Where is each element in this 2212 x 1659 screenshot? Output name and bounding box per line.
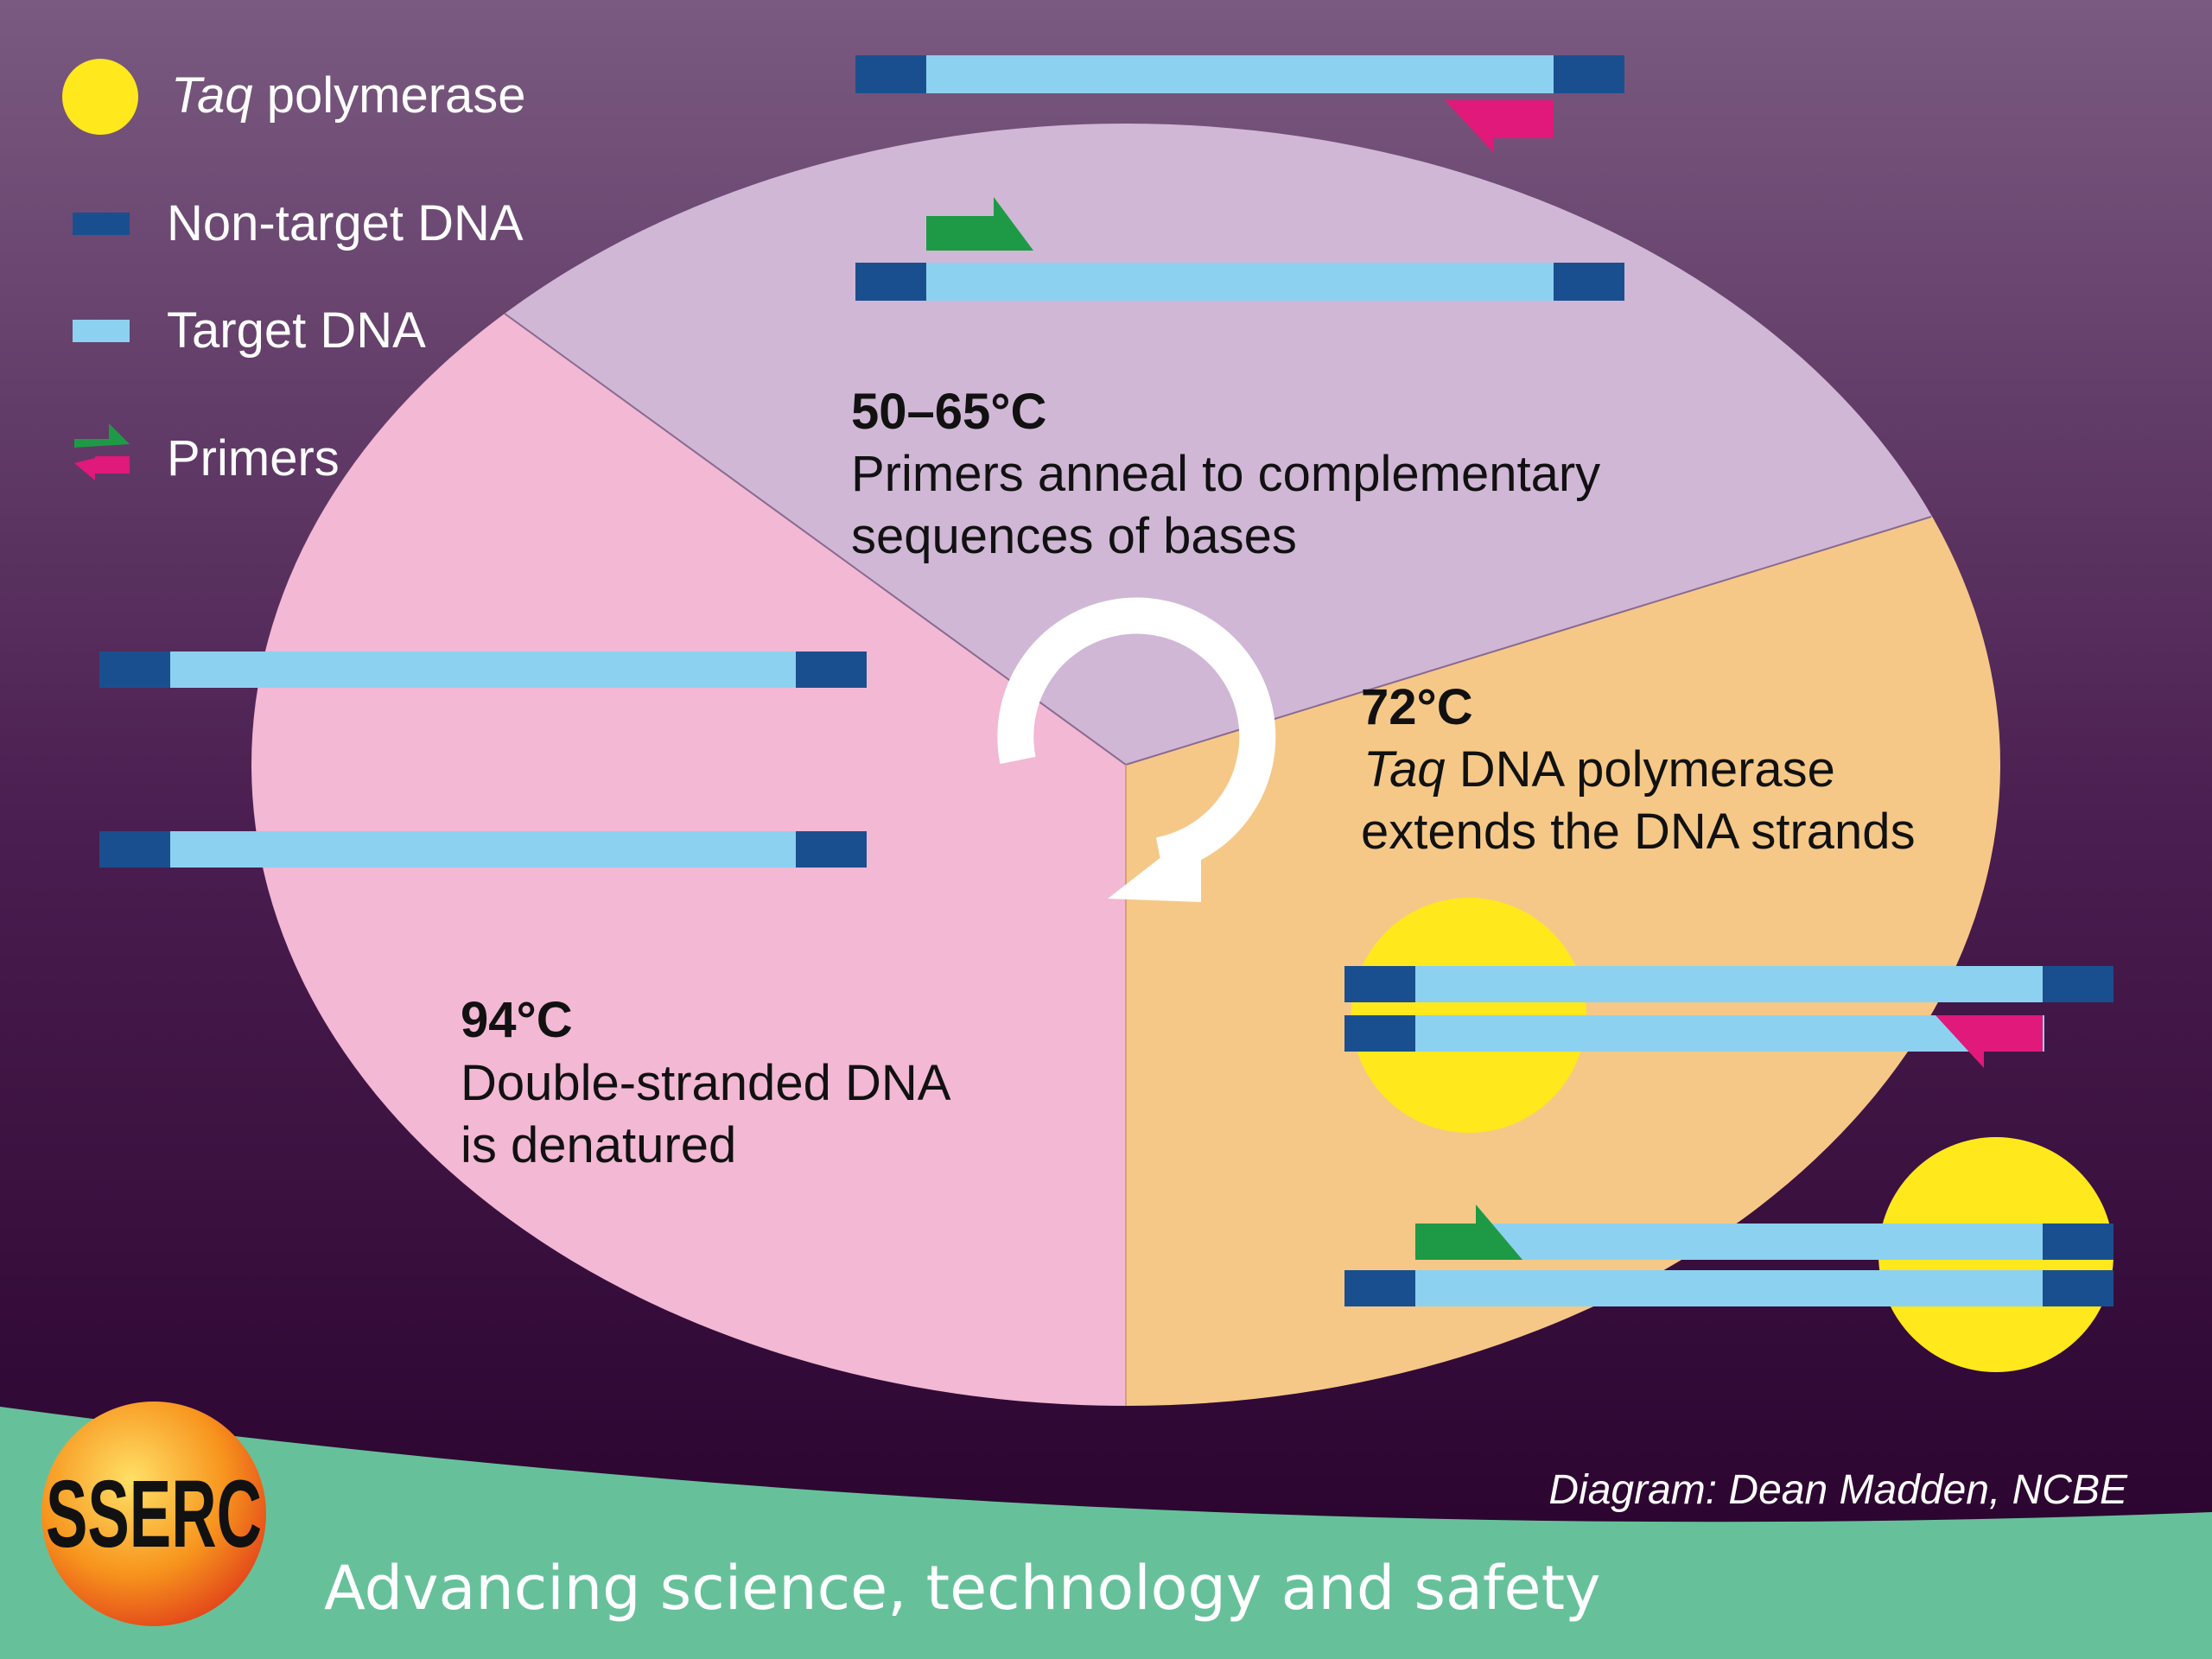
extend-temperature: 72°C	[1361, 679, 1473, 735]
tagline: Advancing science, technology and safety	[324, 1553, 1601, 1624]
dna-strand	[99, 831, 867, 868]
forward-primer	[1415, 1205, 1522, 1260]
anneal-description-line1: Primers anneal to complementary	[851, 446, 1600, 502]
anneal-temperature: 50–65°C	[851, 384, 1046, 440]
sserc-logo: SSERC	[41, 1402, 266, 1626]
dna-strand	[855, 55, 1624, 93]
non-target-dna-legend-icon	[73, 213, 130, 235]
anneal-dna	[855, 55, 1624, 301]
legend-non-target-label: Non-target DNA	[167, 195, 524, 251]
diagram-credit: Diagram: Dean Madden, NCBE	[1548, 1467, 2128, 1513]
legend-taq-label: Taq polymerase	[171, 67, 526, 124]
denature-sector	[251, 207, 1126, 1406]
extend-dna-upper	[1344, 898, 2113, 1133]
dna-strand	[1344, 966, 2113, 1002]
extend-description-line2: extends the DNA strands	[1361, 804, 1916, 860]
target-dna-legend-icon	[73, 320, 130, 342]
primers-legend-icon	[74, 423, 130, 480]
dna-strand	[855, 263, 1624, 301]
reverse-primer	[1445, 100, 1554, 152]
reverse-primer	[1936, 1015, 2043, 1068]
legend-target-label: Target DNA	[167, 302, 426, 359]
cycle-arrow-icon	[997, 597, 1276, 902]
dna-strand	[1344, 1015, 2044, 1052]
extend-description-line1: Taq DNA polymerase	[1363, 741, 1835, 798]
denature-description-line1: Double-stranded DNA	[461, 1055, 951, 1111]
extend-dna-lower	[1344, 1137, 2113, 1372]
footer-band	[0, 1407, 2212, 1659]
legend: Taq polymerase Non-target DNA Target DNA…	[62, 59, 526, 486]
denature-temperature: 94°C	[461, 992, 573, 1048]
dna-strand	[1344, 1270, 2113, 1306]
dna-strand	[1478, 1224, 2113, 1260]
forward-primer	[926, 197, 1033, 251]
dna-strand	[99, 652, 867, 688]
logo-text: SSERC	[46, 1461, 262, 1567]
denature-description-line2: is denatured	[461, 1117, 736, 1173]
denature-dna	[99, 652, 867, 868]
legend-primers-label: Primers	[167, 430, 340, 486]
taq-polymerase-legend-icon	[62, 59, 138, 135]
logo-badge	[41, 1402, 266, 1626]
anneal-description-line2: sequences of bases	[851, 508, 1297, 564]
